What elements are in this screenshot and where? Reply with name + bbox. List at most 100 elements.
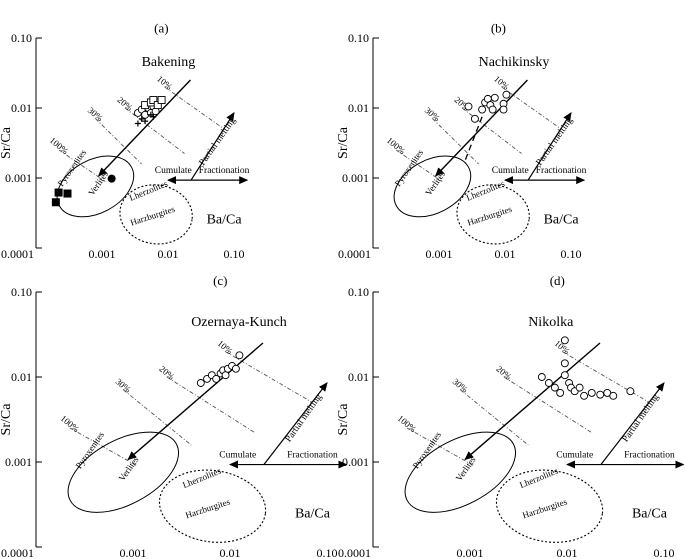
field-label-lherzolites: Lherzolites (518, 466, 560, 491)
data-point-open-circle (478, 105, 487, 114)
y-tick-label: 0.10 (11, 31, 32, 45)
fractionation-label: 20% (157, 364, 176, 383)
partial-melting-label: Partial melting (535, 116, 576, 168)
origin-label: 0.0001 (1, 247, 34, 261)
data-point-filled-square (63, 189, 72, 198)
panel-title: Bakening (142, 55, 196, 70)
y-tick-label: 0.001 (342, 455, 369, 469)
y-tick-label: 0.10 (348, 31, 369, 45)
field-label-verlites: Verlites (86, 169, 110, 198)
fractionation-label: 30% (114, 376, 133, 395)
partial-melting-arrow (263, 382, 328, 465)
fractionation-line (432, 118, 479, 165)
x-tick-label: 0.001 (89, 247, 116, 261)
data-point-open-circle (596, 390, 605, 399)
y-tick-label: 0.001 (342, 171, 369, 185)
fractionation-label: 20% (494, 364, 513, 383)
y-tick-label: 0.001 (5, 171, 32, 185)
cumulate-label: Cumulate (556, 451, 593, 461)
data-point-open-circle (470, 114, 479, 123)
partial-melting-arrow (600, 382, 665, 465)
panel-title: Nachikinsky (479, 55, 550, 70)
fractionation-line (123, 389, 192, 446)
fractionation-label: Fractionation (287, 451, 338, 461)
trend-arrow (464, 342, 601, 461)
partial-melting-arrow (190, 112, 235, 181)
data-point-filled-circle (107, 174, 116, 183)
x-axis-label: Ba/Ca (632, 506, 668, 521)
field-label-pyroxenites: Pyroxenites (74, 429, 107, 470)
fractionation-line (58, 149, 106, 182)
trend-arrow (98, 79, 191, 177)
field-label-lherzolites: Lherzolites (128, 178, 170, 203)
fractionation-label: 100% (396, 413, 419, 434)
data-point-cross (134, 120, 141, 127)
data-point-open-circle (560, 359, 569, 368)
data-point-open-circle (488, 105, 497, 114)
origin-label: 0.0001 (338, 546, 371, 559)
data-point-open-circle (626, 387, 635, 396)
data-point-open-circle (580, 391, 589, 400)
harzburgite-field (456, 184, 530, 245)
x-tick-label: 0.10 (224, 247, 245, 261)
panel-label: (d) (550, 273, 565, 288)
data-point-open-circle (490, 93, 499, 102)
fractionation-line (460, 389, 529, 446)
field-label-verlites: Verlites (423, 169, 447, 198)
dashed-trend-line (464, 116, 483, 161)
data-point-open-circle (609, 391, 618, 400)
data-point-cross (142, 118, 149, 125)
data-point-filled-square (54, 188, 63, 197)
data-point-open-circle (221, 371, 230, 380)
x-tick-label: 0.001 (426, 247, 453, 261)
fractionation-line (406, 427, 476, 467)
data-point-open-circle (464, 102, 473, 111)
harzburgite-field (119, 184, 193, 245)
x-tick-label: 0.001 (120, 546, 147, 559)
y-tick-label: 0.01 (11, 370, 32, 384)
fractionation-label: 30% (86, 105, 105, 124)
data-point-open-circle (212, 374, 221, 383)
pyroxenite-field (393, 155, 472, 218)
fractionation-line (561, 351, 650, 403)
data-point-open-circle (560, 371, 569, 380)
data-point-open-circle (231, 364, 240, 373)
data-point-cross (150, 113, 157, 120)
fractionation-label: Fractionation (536, 166, 587, 176)
data-point-open-circle (499, 105, 508, 114)
partial-melting-label: Partial melting (198, 116, 239, 168)
x-tick-label: 0.01 (220, 546, 241, 559)
panel-label: (c) (213, 273, 227, 288)
partial-melting-label: Partial melting (621, 392, 662, 444)
field-label-lherzolites: Lherzolites (181, 466, 223, 491)
fractionation-label: 100% (59, 413, 82, 434)
y-tick-label: 0.01 (348, 101, 369, 115)
data-point-open-circle (235, 351, 244, 360)
fractionation-line (501, 86, 562, 130)
x-tick-label: 0.10 (561, 247, 582, 261)
data-point-open-circle (196, 379, 205, 387)
data-point-open-circle (575, 383, 584, 392)
pyroxenite-field (67, 431, 180, 513)
fractionation-label: 20% (115, 95, 134, 114)
fractionation-line (69, 427, 139, 467)
cumulate-label: Cumulate (492, 166, 529, 176)
field-label-harzburgites: Harzburgites (521, 496, 569, 520)
y-tick-label: 0.01 (348, 370, 369, 384)
field-label-lherzolites: Lherzolites (465, 178, 507, 203)
fractionation-line (503, 376, 592, 433)
y-tick-label: 0.10 (348, 285, 369, 299)
partial-melting-label: Partial melting (284, 392, 325, 444)
origin-label: 0.0001 (1, 546, 34, 559)
x-axis-label: Ba/Ca (544, 213, 580, 228)
data-point-open-square (157, 96, 166, 104)
field-label-harzburgites: Harzburgites (129, 204, 177, 228)
data-point-open-circle (550, 383, 559, 392)
x-tick-label: 0.01 (557, 546, 578, 559)
cumulate-label: Cumulate (155, 166, 192, 176)
x-tick-label: 0.10 (317, 546, 338, 559)
